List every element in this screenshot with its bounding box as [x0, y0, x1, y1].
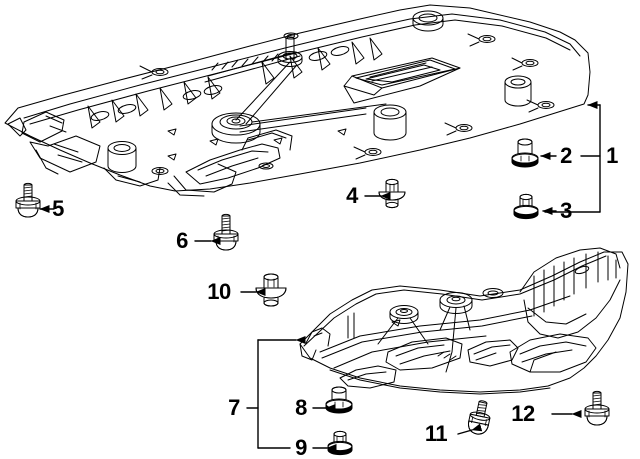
- callout-label-8[interactable]: 8: [295, 395, 307, 420]
- callout-label-3[interactable]: 3: [560, 198, 572, 223]
- fastener-6-bolt: [213, 213, 239, 251]
- fastener-5-bolt: [15, 182, 41, 218]
- fastener-10-retainer: [255, 273, 287, 307]
- fastener-3-grommet: [513, 193, 539, 220]
- fastener-12-bolt: [584, 390, 610, 426]
- lower-splash-shield: [299, 247, 629, 395]
- callout-label-10[interactable]: 10: [207, 279, 231, 304]
- leader-11: [457, 423, 483, 435]
- leader-7: [246, 336, 306, 449]
- callout-label-12[interactable]: 12: [511, 401, 535, 426]
- callout-label-1[interactable]: 1: [606, 143, 618, 168]
- callout-label-9[interactable]: 9: [295, 435, 307, 459]
- callout-label-11[interactable]: 11: [424, 421, 448, 446]
- callout-label-4[interactable]: 4: [346, 183, 358, 208]
- callout-label-6[interactable]: 6: [176, 228, 188, 253]
- fastener-4-retainer: [378, 178, 406, 209]
- fastener-2-grommet: [511, 138, 539, 168]
- fastener-8-grommet: [325, 386, 353, 414]
- callout-label-7[interactable]: 7: [228, 395, 240, 420]
- upper-splash-shield: [4, 4, 591, 197]
- callout-label-2[interactable]: 2: [560, 143, 572, 168]
- callout-label-5[interactable]: 5: [52, 196, 64, 221]
- leader-1: [544, 101, 601, 213]
- fastener-9-grommet: [327, 430, 353, 456]
